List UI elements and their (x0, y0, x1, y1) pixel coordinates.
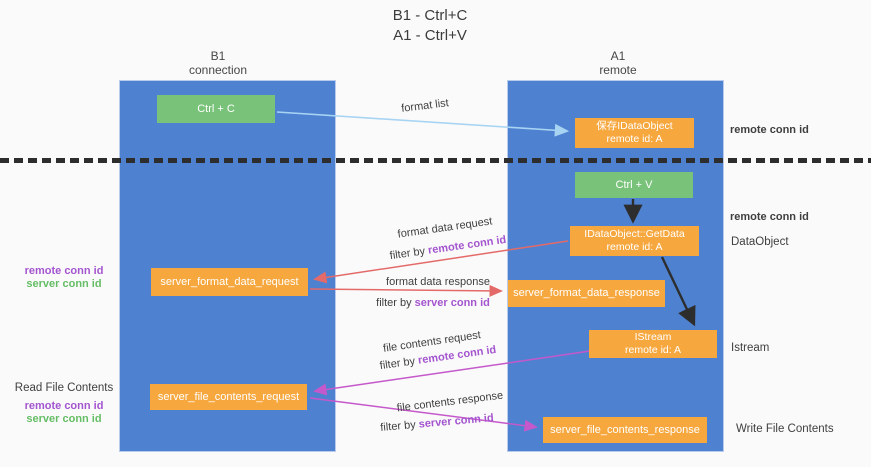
label-istream: Istream (731, 342, 770, 354)
lane-b1-role: connection (188, 63, 248, 77)
filter-by-text: filter by (379, 418, 417, 434)
label-remote-conn-id-right-mid: remote conn id (730, 211, 809, 223)
label-format-data-response: format data response (386, 276, 490, 288)
label-remote-conn-id-left-top: remote conn id (24, 265, 104, 277)
filter-by-text: filter by (376, 297, 412, 309)
server-conn-id-text: server conn id (418, 412, 495, 431)
label-server-conn-id-left-top: server conn id (26, 278, 102, 290)
node-idataobject-getdata: IDataObject::GetData remote id: A (570, 226, 699, 256)
diagram-title: B1 - Ctrl+C A1 - Ctrl+V (0, 6, 860, 46)
lane-header-b1: B1 connection (148, 49, 288, 77)
boundary-dashed-line (0, 158, 871, 163)
node-istream: IStream remote id: A (589, 330, 717, 358)
lane-a1-role: remote (599, 63, 637, 77)
filter-by-text: filter by (379, 355, 416, 373)
node-idataobject-getdata-line1: IDataObject::GetData (584, 228, 685, 240)
left-conn-id-block-top: remote conn id server conn id (14, 265, 114, 291)
label-remote-conn-id-right-top: remote conn id (730, 124, 809, 136)
node-istream-line2: remote id: A (624, 344, 682, 356)
remote-conn-id-text: remote conn id (427, 233, 507, 257)
label-format-data-response-text: format data response (386, 276, 490, 288)
label-filter-server-2: filter by server conn id (380, 412, 494, 434)
node-server-file-contents-request: server_file_contents_request (150, 384, 307, 410)
label-file-contents-response-text: file contents response (396, 389, 504, 415)
label-dataobject: DataObject (731, 236, 789, 248)
node-ctrl-c-label: Ctrl + C (197, 102, 235, 115)
node-server-file-contents-response-label: server_file_contents_response (550, 423, 700, 436)
format-data-response-arrow (309, 284, 503, 297)
label-file-contents-response: file contents response (396, 390, 504, 415)
node-server-file-contents-request-label: server_file_contents_request (157, 390, 300, 403)
label-read-file-contents: Read File Contents (14, 382, 114, 394)
node-server-format-data-response: server_format_data_response (508, 280, 665, 307)
node-save-dataobject-line2: remote id: A (606, 133, 663, 145)
node-save-dataobject-line1: 保存IDataObject (596, 120, 673, 132)
node-idataobject-getdata-line2: remote id: A (606, 241, 663, 253)
label-write-file-contents: Write File Contents (736, 423, 834, 435)
lane-b1-name: B1 (210, 49, 226, 63)
title-line-1: B1 - Ctrl+C (392, 7, 468, 24)
node-save-dataobject: 保存IDataObject remote id: A (575, 118, 694, 148)
node-server-file-contents-response: server_file_contents_response (543, 417, 707, 443)
node-istream-line1: IStream (634, 331, 672, 343)
label-format-list: format list (401, 97, 450, 115)
node-ctrl-v-label: Ctrl + V (615, 178, 653, 191)
node-ctrl-v: Ctrl + V (575, 172, 693, 198)
node-server-format-data-request-label: server_format_data_request (160, 275, 299, 288)
label-format-list-text: format list (400, 97, 450, 115)
label-remote-conn-id-left-bottom: remote conn id (24, 400, 104, 412)
filter-by-text: filter by (389, 245, 426, 263)
node-ctrl-c: Ctrl + C (157, 95, 275, 123)
lane-a1-name: A1 (610, 49, 626, 63)
lane-header-a1: A1 remote (548, 49, 688, 77)
node-server-format-data-response-label: server_format_data_response (513, 287, 660, 299)
server-conn-id-text: server conn id (414, 297, 490, 309)
label-server-conn-id-left-bottom: server conn id (26, 413, 102, 425)
label-filter-server-1: filter by server conn id (376, 297, 490, 309)
title-line-2: A1 - Ctrl+V (393, 27, 467, 44)
left-read-file-block: Read File Contents remote conn id server… (14, 382, 114, 426)
node-server-format-data-request: server_format_data_request (151, 268, 308, 296)
